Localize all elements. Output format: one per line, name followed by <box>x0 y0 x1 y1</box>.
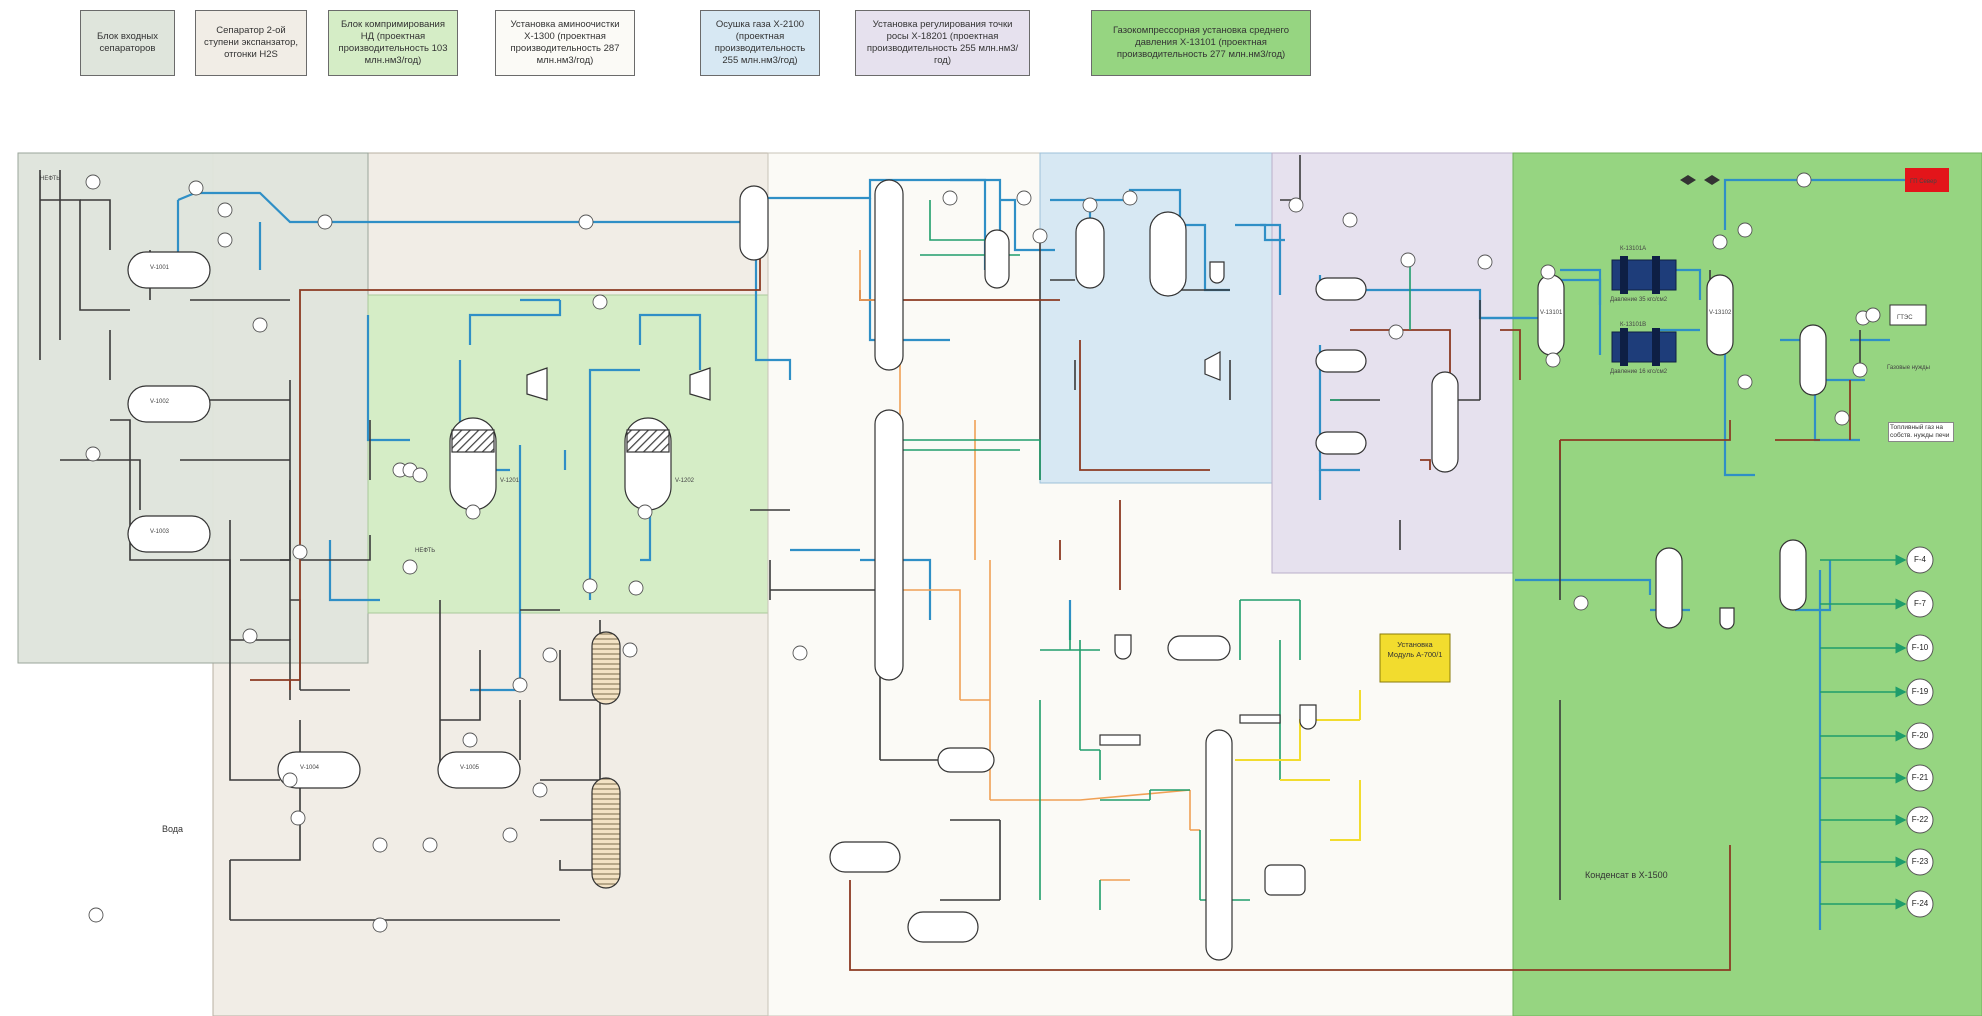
exchanger-1 <box>1099 734 1141 746</box>
tag-v1004: V-1004 <box>300 765 320 771</box>
tag-v1003: V-1003 <box>150 529 170 535</box>
label-water: Вода <box>162 824 183 834</box>
scrubber-v1201-hatch <box>451 429 495 453</box>
exchanger-2 <box>1239 714 1281 724</box>
tag-v1005: V-1005 <box>460 765 480 771</box>
outputs <box>1865 168 1949 326</box>
column-k1202 <box>591 777 621 889</box>
zone-dew-point <box>1271 152 1514 574</box>
compressor-2 <box>689 367 711 401</box>
tag-v1201: V-1201 <box>500 478 520 484</box>
gas-lines <box>176 178 1905 930</box>
scrubber-v1201 <box>449 417 497 511</box>
tag-v13101: V-13101 <box>1540 310 1563 316</box>
drum-3 <box>1209 261 1225 284</box>
tag-v13102: V-13102 <box>1709 310 1732 316</box>
label-pressure-16: Давление 16 кгс/см2 <box>1610 369 1668 375</box>
column-v18204 <box>1431 371 1459 473</box>
compressor-1 <box>526 367 548 401</box>
legend-mp-gas-compression: Газокомпрессорная установка среднего дав… <box>1091 10 1311 76</box>
drum-2 <box>1114 634 1132 660</box>
zone-inlet-separators <box>17 152 369 664</box>
vessel-v1307 <box>1167 635 1231 661</box>
label-gas-consumers: Газовые нужды <box>1887 365 1930 371</box>
output-label-f20: F-20 <box>1911 731 1929 740</box>
scrubber-v1202 <box>624 417 672 511</box>
legend-dew-point-control: Установка регулирования точки росы Х-182… <box>855 10 1030 76</box>
zone-second-stage <box>212 152 769 1016</box>
output-label-f22: F-22 <box>1911 815 1929 824</box>
label-compressor-b: К-13101В <box>1620 322 1646 328</box>
label-pressure-35: Давление 35 кгс/см2 <box>1610 297 1668 303</box>
zone-inlet-separators-overlay <box>17 152 369 664</box>
label-red-box: ГП Север <box>1910 179 1937 185</box>
tag-v1002: V-1002 <box>150 399 170 405</box>
vessel-v1306 <box>907 911 979 943</box>
output-label-f19: F-19 <box>1911 687 1929 696</box>
label-fuel-gas: Топливный газ на собств. нужды печи <box>1888 422 1954 442</box>
tag-v1001: V-1001 <box>150 265 170 271</box>
legend-lp-compression: Блок компримирования НД (проектная произ… <box>328 10 458 76</box>
label-oil-out: НЕФТЬ <box>415 548 435 554</box>
output-label-f24: F-24 <box>1911 899 1929 908</box>
zone-lp-compression <box>367 294 769 614</box>
vessel-v13103 <box>1799 324 1827 396</box>
legend-second-stage-separator: Сепаратор 2-ой ступени экспанзатор, отго… <box>195 10 307 76</box>
label-oil-in: НЕФТЬ <box>40 176 60 182</box>
instruments <box>85 172 1871 933</box>
vessel-v18202 <box>1315 349 1367 373</box>
vessel-v1006 <box>739 185 769 261</box>
green-lines <box>880 200 1411 910</box>
output-label-f4: F-4 <box>1914 555 1926 564</box>
scrubber-v1202-hatch <box>626 429 670 453</box>
vessel-v2102 <box>1149 211 1187 297</box>
vessel-v1305 <box>829 841 901 873</box>
tag-v1202: V-1202 <box>675 478 695 484</box>
vessel-v1304 <box>937 747 995 773</box>
output-label-f21: F-21 <box>1911 773 1929 782</box>
column-k1201 <box>591 631 621 705</box>
valves <box>1680 175 1720 185</box>
equipment <box>127 179 1827 961</box>
orange-lines <box>859 250 1200 881</box>
vessel-v1303 <box>984 229 1010 289</box>
output-label-f7: F-7 <box>1914 599 1926 608</box>
vessel-v2101 <box>1075 217 1105 289</box>
zone-mp-compression <box>1512 152 1982 1016</box>
legend-amine-treating: Установка аминоочистки Х-1300 (проектная… <box>495 10 635 76</box>
label-gtes: ГТЭС <box>1897 315 1913 321</box>
zone-gas-dehydration <box>1039 152 1273 484</box>
label-condensate: Конденсат в Х-1500 <box>1585 870 1668 880</box>
column-v1308 <box>1205 729 1233 961</box>
compressor-k13101b <box>1611 331 1677 363</box>
zone-amine-treating <box>767 152 1514 1016</box>
yellow-lines <box>1235 690 1361 841</box>
output-gtes <box>1889 304 1927 326</box>
vessel-v13104 <box>1655 547 1683 629</box>
output-label-f23: F-23 <box>1911 857 1929 866</box>
column-v1301 <box>874 179 904 371</box>
vessel-v18203 <box>1315 431 1367 455</box>
label-yellow-box: Установка Модуль А-700/1 <box>1387 640 1443 659</box>
process-lines <box>39 155 1861 921</box>
brown-lines <box>250 221 1851 971</box>
mp-compressors <box>1611 256 1677 366</box>
compressor-k13101a <box>1611 259 1677 291</box>
vessel-v18201 <box>1315 277 1367 301</box>
drum-4 <box>1719 607 1735 630</box>
legend-gas-dehydration: Осушка газа Х-2100 (проектная производит… <box>700 10 820 76</box>
drum-1 <box>1299 704 1317 730</box>
compressor-3 <box>1204 351 1221 381</box>
column-v1302 <box>874 409 904 681</box>
output-feeds <box>1820 554 1907 910</box>
label-compressor-a: К-13101А <box>1620 246 1646 252</box>
output-label-f10: F-10 <box>1911 643 1929 652</box>
legend-inlet-separators: Блок входных сепараторов <box>80 10 175 76</box>
heater-1 <box>1264 864 1306 896</box>
output-red-box <box>1905 168 1949 192</box>
vessel-v13105 <box>1779 539 1807 611</box>
